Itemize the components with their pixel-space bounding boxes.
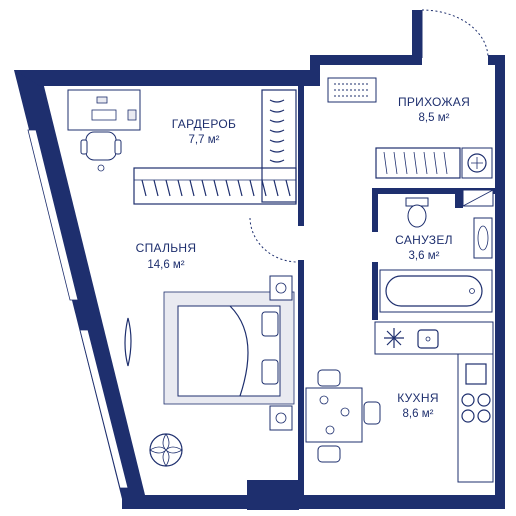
dining-table-icon <box>305 369 381 463</box>
bedroom-door <box>249 217 299 263</box>
floor-plant-icon <box>149 433 183 467</box>
room-name: ГАРДЕРОБ <box>172 117 236 131</box>
stove-icon <box>384 328 404 348</box>
room-area: 8,5 м² <box>419 112 450 124</box>
room-label-bathroom: САНУЗЕЛ 3,6 м² <box>395 233 453 262</box>
sink-icon <box>473 217 493 259</box>
hallway-shelf-icon <box>375 147 461 179</box>
bed-icon <box>163 291 295 405</box>
mirror-icon <box>124 317 132 367</box>
room-label-bedroom: СПАЛЬНЯ 14,6 м² <box>136 241 197 271</box>
room-name: КУХНЯ <box>397 391 439 405</box>
room-area: 3,6 м² <box>409 250 440 262</box>
door-mat-icon <box>327 77 377 103</box>
kitchen-counter <box>374 321 494 483</box>
room-area: 14,6 м² <box>147 259 184 271</box>
entrance-door <box>421 9 489 59</box>
washing-machine-icon <box>461 147 493 179</box>
hob-icon <box>461 363 491 423</box>
room-name: ПРИХОЖАЯ <box>398 95 470 109</box>
window-left <box>27 129 129 489</box>
room-label-kitchen: КУХНЯ 8,6 м² <box>397 391 439 420</box>
room-label-wardrobe: ГАРДЕРОБ 7,7 м² <box>172 117 236 146</box>
toilet-icon <box>405 197 429 228</box>
bathtub-icon <box>379 269 493 313</box>
desk-icon <box>67 89 141 131</box>
nightstand-icon <box>269 275 293 431</box>
room-label-hallway: ПРИХОЖАЯ 8,5 м² <box>398 95 470 124</box>
wardrobe-rack-icon <box>133 89 297 205</box>
office-chair-icon <box>80 131 122 172</box>
room-name: САНУЗЕЛ <box>395 233 453 247</box>
room-name: СПАЛЬНЯ <box>136 241 197 255</box>
kitchen-sink-icon <box>417 329 439 349</box>
room-area: 8,6 м² <box>403 408 434 420</box>
room-area: 7,7 м² <box>189 134 220 146</box>
